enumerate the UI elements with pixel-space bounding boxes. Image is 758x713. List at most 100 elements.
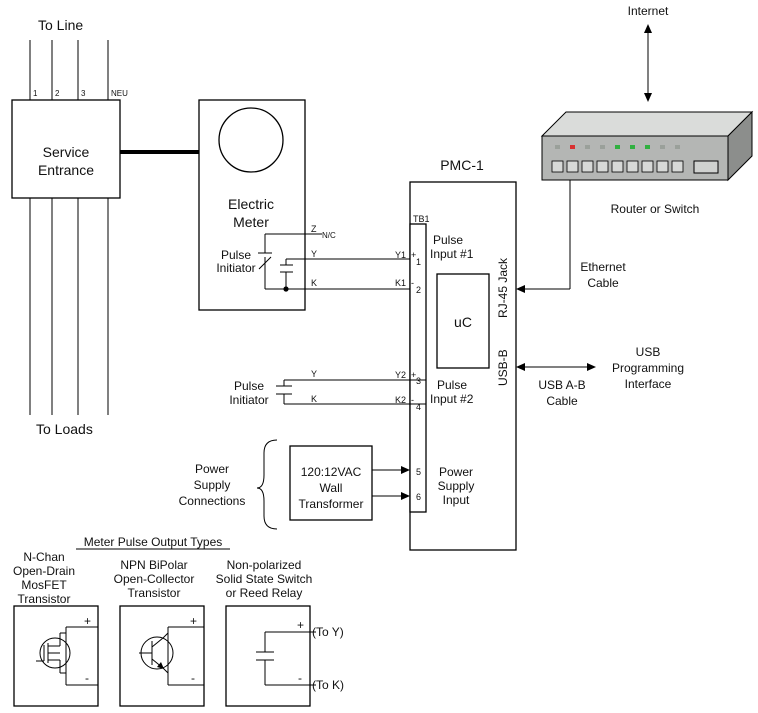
- relay-minus: -: [298, 671, 302, 685]
- arrow-head: [516, 363, 525, 371]
- ethernet-cable-line1: Ethernet: [580, 260, 626, 274]
- phase-3-label: 3: [81, 89, 86, 98]
- power-supply-connections-line1: Power: [195, 462, 229, 476]
- pmc-terminal-y1: Y1: [395, 250, 406, 260]
- phase-1-label: 1: [33, 89, 38, 98]
- pulse-input-1-line2: Input #1: [430, 247, 474, 261]
- junction-dot: [283, 286, 289, 292]
- meter-terminal-k: K: [311, 278, 317, 288]
- power-supply-connections-line3: Connections: [179, 494, 246, 508]
- relay-box: [225, 605, 311, 707]
- mosfet-minus: -: [85, 671, 89, 685]
- phase-neu-label: NEU: [111, 89, 128, 98]
- type-2-line3: Transistor: [128, 586, 181, 600]
- output-types-group: Meter Pulse Output Types N-Chan Open-Dra…: [13, 535, 344, 707]
- transformer-line2: Wall: [320, 481, 343, 495]
- pmc-terminal-6: 6: [416, 492, 421, 502]
- meter-terminal-y: Y: [311, 249, 317, 259]
- relay-plus: +: [297, 618, 304, 632]
- rj45-jack-label: RJ-45 Jack: [496, 257, 510, 318]
- ethernet-cable-line2: Cable: [587, 276, 619, 290]
- arrow-up-head: [644, 24, 652, 33]
- pulse-initiator-2-line1: Pulse: [234, 379, 264, 393]
- microcontroller-box: [436, 273, 490, 369]
- pmc-terminal-4-sign: -: [411, 395, 414, 405]
- usb-programming-line2: Programming: [612, 361, 684, 375]
- router-led-icon: [645, 145, 650, 149]
- phase-2-label: 2: [55, 89, 60, 98]
- electric-meter-line2: Meter: [233, 214, 269, 230]
- relay-to-k: (To K): [312, 678, 344, 692]
- router-ports: [551, 160, 684, 173]
- pmc-terminal-3-sign: +: [411, 370, 416, 380]
- arrow-head: [587, 363, 596, 371]
- router-top-face: [540, 111, 754, 137]
- pmc-terminal-k1: K1: [395, 278, 406, 288]
- pulse-input-2-line2: Input #2: [430, 392, 474, 406]
- power-supply-group: Power Supply Connections 120:12VAC Wall …: [179, 439, 410, 530]
- pmc-terminal-2-sign: -: [411, 278, 414, 288]
- initiator-2-k: K: [311, 394, 317, 404]
- type-2-line2: Open-Collector: [114, 572, 195, 586]
- pulse-initiator-2-group: Pulse Initiator Y K: [229, 369, 426, 407]
- power-supply-input-line1: Power: [439, 465, 473, 479]
- pmc-group: PMC-1 TB1 Y1 + 1 K1 - 2 Y2 + 3 K2 - 4 5 …: [395, 157, 517, 551]
- type-1-line3: MosFET: [21, 578, 67, 592]
- electric-meter-group: Electric Meter Pulse Initiator Z N/C Y K: [198, 99, 336, 311]
- router-port-icon: [656, 160, 669, 173]
- meter-terminal-z: Z: [311, 224, 317, 234]
- power-supply-connections-line2: Supply: [194, 478, 231, 492]
- pmc-terminal-2: 2: [416, 285, 421, 295]
- output-types-title: Meter Pulse Output Types: [84, 535, 223, 549]
- type-2-line1: NPN BiPolar: [120, 558, 187, 572]
- usb-programming-line3: Interface: [625, 377, 672, 391]
- router-led-icon: [675, 145, 680, 149]
- usb-cable-line1: USB A-B: [538, 378, 585, 392]
- service-entrance-line1: Service: [43, 144, 90, 160]
- power-supply-input-line2: Supply: [438, 479, 475, 493]
- router-led-icon: [585, 145, 590, 149]
- pmc-terminal-1-sign: +: [411, 250, 416, 260]
- router-led-icon: [660, 145, 665, 149]
- npn-plus: +: [190, 614, 197, 628]
- npn-minus: -: [191, 671, 195, 685]
- power-connections-brace: [256, 439, 278, 530]
- router-port-icon: [626, 160, 639, 173]
- type-1-line4: Transistor: [18, 592, 71, 606]
- router-led-icon: [630, 145, 635, 149]
- type-3-line1: Non-polarized: [227, 558, 302, 572]
- transformer-box: [289, 445, 373, 521]
- type-3-line3: or Reed Relay: [226, 586, 303, 600]
- arrow-head: [516, 285, 525, 293]
- arrow-head: [401, 466, 410, 474]
- router-port-icon: [671, 160, 684, 173]
- network-group: Internet Router or Switch Ethernet Cable…: [516, 4, 754, 408]
- pulse-input-1-line1: Pulse: [433, 233, 463, 247]
- usb-cable-line2: Cable: [546, 394, 578, 408]
- router-label: Router or Switch: [611, 202, 700, 216]
- terminal-block-label: TB1: [413, 214, 430, 224]
- router-port-icon: [611, 160, 624, 173]
- pmc-terminal-y2: Y2: [395, 370, 406, 380]
- router-port-icon: [596, 160, 609, 173]
- pmc-terminal-4: 4: [416, 402, 421, 412]
- transformer-line1: 120:12VAC: [301, 465, 362, 479]
- router-port-icon: [581, 160, 594, 173]
- pulse-input-2-line1: Pulse: [437, 378, 467, 392]
- electric-meter-line1: Electric: [228, 196, 274, 212]
- pmc-terminal-1: 1: [416, 257, 421, 267]
- service-entrance-line2: Entrance: [38, 162, 94, 178]
- router-led-icon: [555, 145, 560, 149]
- router-led-icon: [570, 145, 575, 149]
- pmc-terminal-5: 5: [416, 467, 421, 477]
- to-line-label: To Line: [38, 17, 83, 33]
- router-led-icon: [600, 145, 605, 149]
- router-port-icon: [551, 160, 564, 173]
- initiator-2-y: Y: [311, 369, 317, 379]
- microcontroller-label: uC: [454, 314, 472, 330]
- power-supply-input-line3: Input: [443, 493, 470, 507]
- meter-terminal-nc: N/C: [322, 231, 336, 240]
- usb-b-label: USB-B: [496, 349, 510, 386]
- router-console-port: [693, 160, 719, 174]
